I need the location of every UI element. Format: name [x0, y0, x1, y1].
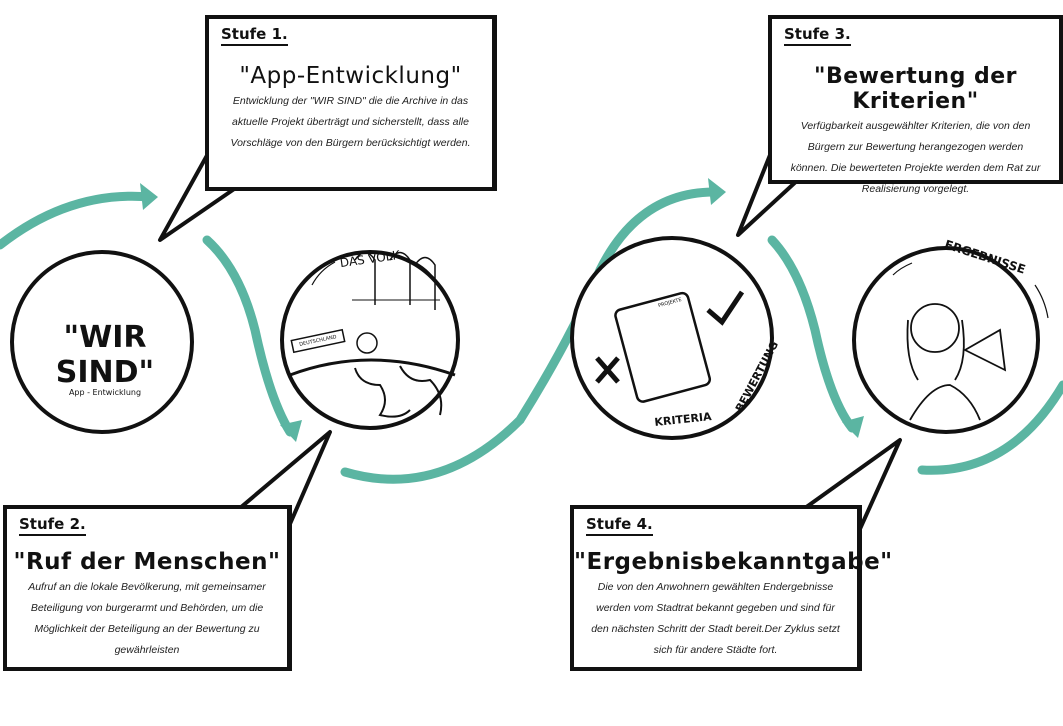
circle-ergebnisse [852, 246, 1040, 434]
step-2-box: Stufe 2. "Ruf der Menschen" Aufruf an di… [3, 505, 292, 671]
step-3-text: Verfügbarkeit ausgewählter Kriterien, di… [790, 120, 1041, 195]
circle-kriteria [570, 236, 774, 440]
step-3-box: Stufe 3. "Bewertung der Kriterien" Verfü… [768, 15, 1063, 195]
step-3-title: "Bewertung der Kriterien" [813, 64, 1017, 114]
step-2-label: Stufe 2. [19, 515, 86, 536]
step-2-title: "Ruf der Menschen" [13, 549, 281, 575]
step-1-label: Stufe 1. [221, 25, 288, 46]
wir-sind-subtitle: App - Entwicklung [68, 388, 142, 397]
step-3-label: Stufe 3. [784, 25, 851, 46]
step-1-title: "App-Entwicklung" [239, 63, 462, 89]
flow-arrow-3 [340, 187, 723, 484]
circle-das-volk [280, 250, 460, 430]
flow-arrow-1 [0, 191, 155, 250]
wir-sind-logo: "WIR SIND" App - Entwicklung [20, 320, 190, 397]
step-4-box: Stufe 4. "Ergebnisbekanntgabe" Die von d… [570, 505, 893, 671]
flow-arrow-5 [917, 380, 1063, 475]
step-1-box: Stufe 1. "App-Entwicklung" Entwicklung d… [205, 15, 497, 191]
step-1-text: Entwicklung der "WIR SIND" die die Archi… [230, 95, 471, 149]
cross-icon [595, 356, 620, 384]
step-4-title: "Ergebnisbekanntgabe" [574, 549, 893, 575]
wir-sind-title: "WIR SIND" [55, 320, 155, 390]
circle-wir-sind [10, 250, 194, 434]
check-icon [706, 290, 745, 326]
clipboard-icon [595, 290, 745, 403]
flow-arrow-2 [202, 235, 295, 437]
step-4-label: Stufe 4. [586, 515, 653, 536]
step-4-text: Die von den Anwohnern gewählten Endergeb… [591, 581, 840, 656]
step-2-text: Aufruf an die lokale Bevölkerung, mit ge… [28, 581, 266, 656]
girl-megaphone-icon [906, 303, 1007, 421]
flow-arrow-4 [767, 235, 857, 433]
globe-icon [289, 251, 456, 418]
